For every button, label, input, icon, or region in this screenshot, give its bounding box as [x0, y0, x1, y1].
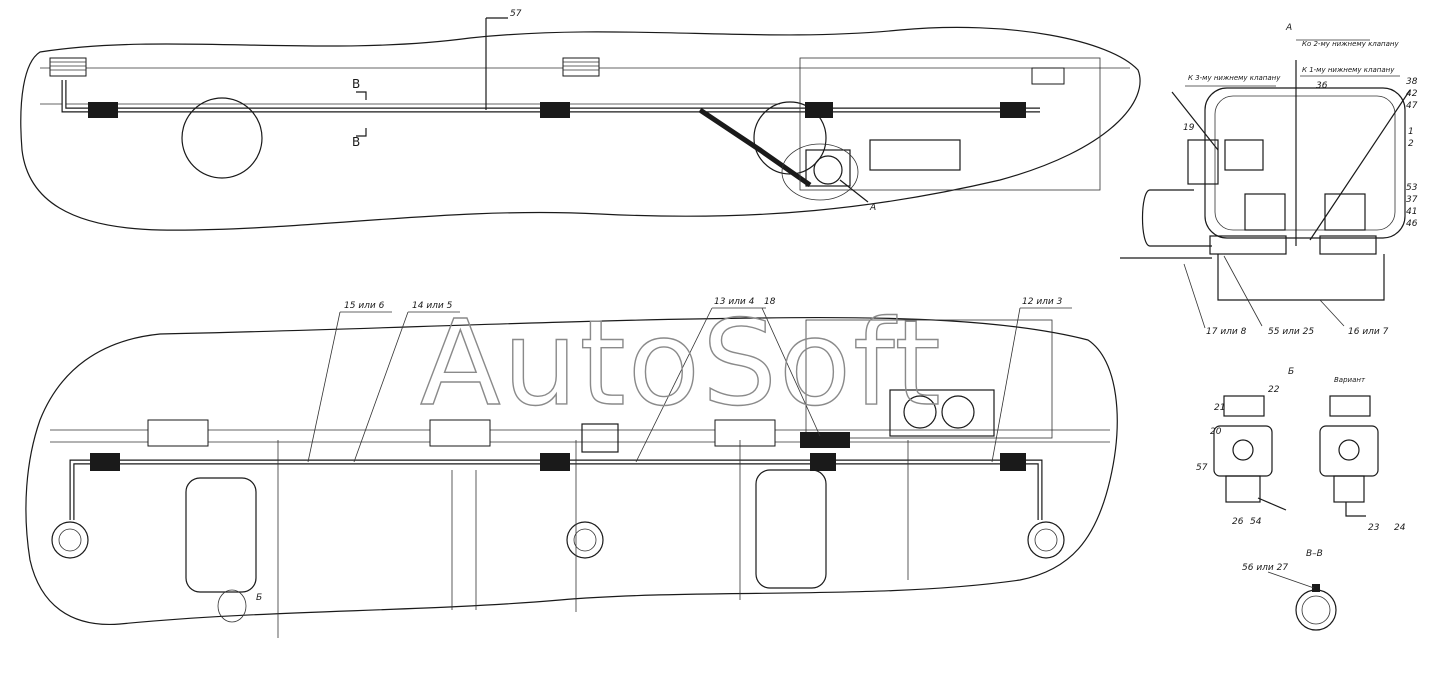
callout-b-marker: Б [256, 593, 262, 603]
inlet-pipe [1141, 189, 1212, 247]
watermark: AutoSoft [420, 294, 943, 432]
callout-46: 46 [1406, 219, 1418, 229]
callout-55: 55 или 25 [1268, 327, 1314, 337]
side-view-outline [25, 316, 1118, 626]
callout-16: 16 или 7 [1348, 327, 1389, 337]
valve-cylinder-right [1324, 193, 1366, 231]
callout-26: 26 [1232, 517, 1244, 527]
callout-23: 23 [1368, 523, 1380, 533]
fitting-left-body [1213, 425, 1273, 477]
air-tank-side-2 [755, 469, 827, 589]
side-view: 15 или 6 14 или 5 13 или 4 18 12 или 3 Б [25, 297, 1118, 638]
fitting-right-cap [1329, 395, 1371, 417]
callout-15: 15 или 6 [344, 301, 385, 311]
section-mark-b-upper: В [352, 77, 360, 91]
variant-label: Вариант [1334, 376, 1366, 384]
breather-valve [49, 57, 1065, 85]
rod-to-valve-1 [1309, 89, 1411, 241]
detail-a-title: А [1285, 23, 1292, 33]
valve-housing [1204, 87, 1406, 239]
equipment-frame-side [805, 319, 1053, 439]
fitting-right-body [1319, 425, 1379, 477]
callout-37: 37 [1406, 195, 1418, 205]
callout-57: 57 [510, 9, 522, 19]
rod-to-valve-3 [1171, 91, 1219, 151]
junction-box [581, 423, 619, 453]
section-mark-b-lower: В [352, 135, 360, 149]
callout-42: 42 [1406, 89, 1418, 99]
callout-56: 56 или 27 [1242, 563, 1288, 573]
callout-38: 38 [1406, 77, 1418, 87]
damper [147, 419, 776, 447]
valve-cylinder-left [1244, 193, 1286, 231]
coupling-side [90, 453, 1026, 471]
manifold-right [1319, 235, 1377, 255]
equipment-frame [799, 57, 1101, 191]
callout-53: 53 [1406, 183, 1418, 193]
view-a-label: А [869, 203, 876, 213]
detail-a-marker [781, 143, 859, 201]
callout-to-valve-2: Ко 2-му нижнему клапану [1302, 40, 1400, 48]
top-view-outline [20, 26, 1141, 231]
pump-unit [869, 139, 961, 171]
callout-to-valve-3: К 3-му нижнему клапану [1188, 74, 1281, 82]
flange-1 [51, 521, 89, 559]
callout-20: 20 [1210, 427, 1222, 437]
control-valve [1187, 139, 1219, 185]
callout-18: 18 [764, 297, 776, 307]
air-tank-side-1 [185, 477, 257, 593]
callout-47: 47 [1406, 101, 1418, 111]
callout-21: 21 [1214, 403, 1225, 413]
compressor [889, 389, 995, 437]
main-pipe-top [61, 80, 820, 113]
callout-41: 41 [1406, 207, 1417, 217]
callout-14: 14 или 5 [412, 301, 453, 311]
callout-to-valve-1: К 1-му нижнему клапану [1302, 66, 1395, 74]
valve-block-a [805, 149, 851, 187]
callout-36: 36 [1316, 81, 1328, 91]
air-tank-top-rear [753, 101, 827, 175]
top-view: 57 В В А [20, 9, 1141, 231]
detail-b: Б Вариант 21 22 20 57 26 54 23 24 [1196, 367, 1406, 533]
callout-19: 19 [1183, 123, 1195, 133]
callout-13: 13 или 4 [714, 297, 755, 307]
loop-pipe [1217, 254, 1385, 301]
air-tank-top [181, 97, 263, 179]
callout-57-b: 57 [1196, 463, 1208, 473]
valve-block-side [800, 432, 850, 448]
callout-22: 22 [1268, 385, 1280, 395]
detail-a: А Ко 2-му нижнему клапану К 3-му нижнему… [1120, 23, 1418, 337]
manifold-left [1209, 235, 1287, 255]
callout-54: 54 [1250, 517, 1262, 527]
flange-2 [566, 521, 604, 559]
callout-2: 2 [1408, 139, 1414, 149]
callout-12: 12 или 3 [1022, 297, 1063, 307]
callout-1: 1 [1408, 127, 1414, 137]
callout-17: 17 или 8 [1206, 327, 1247, 337]
section-vv: В–В 56 или 27 [1242, 549, 1337, 631]
fitting-left-cap [1223, 395, 1265, 417]
section-vv-title: В–В [1306, 549, 1323, 559]
flange-3 [1027, 521, 1065, 559]
coupling-top [88, 102, 1026, 118]
callout-24: 24 [1394, 523, 1406, 533]
detail-b-title: Б [1288, 367, 1294, 377]
